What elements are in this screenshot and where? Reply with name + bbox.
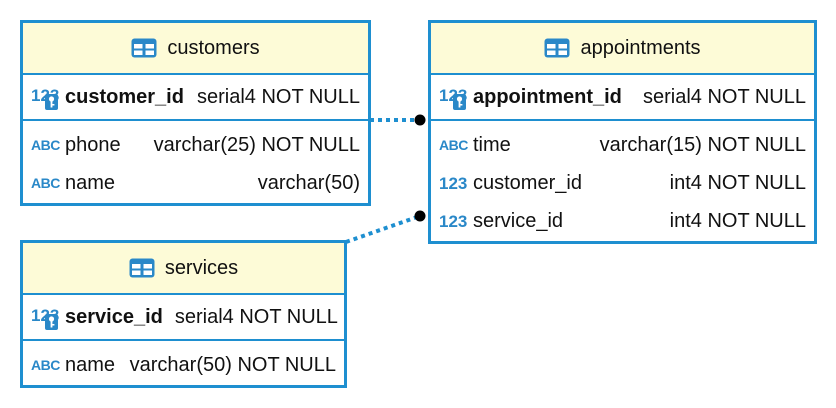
column-name: name bbox=[65, 353, 116, 376]
column-type: varchar(15) NOT NULL bbox=[599, 133, 806, 156]
column-name: time bbox=[473, 133, 511, 156]
numeric-type-icon: 123 bbox=[439, 171, 473, 195]
svg-text:123: 123 bbox=[439, 174, 467, 193]
svg-text:ABC: ABC bbox=[31, 137, 60, 153]
column-type: int4 NOT NULL bbox=[669, 171, 806, 194]
table-icon bbox=[131, 38, 157, 58]
svg-text:ABC: ABC bbox=[439, 137, 468, 153]
column-name: service_id bbox=[65, 305, 163, 328]
column-row-phone[interactable]: ABC phone varchar(25) NOT NULL bbox=[23, 126, 368, 164]
table-header: services bbox=[23, 243, 344, 295]
column-type: varchar(50) bbox=[257, 171, 360, 194]
column-row-service-id[interactable]: 123 service_id int4 NOT NULL bbox=[431, 202, 814, 240]
column-type: serial4 NOT NULL bbox=[642, 85, 806, 108]
column-name: customer_id bbox=[65, 85, 184, 108]
table-appointments[interactable]: appointments 123 appointment_id serial4 … bbox=[428, 20, 817, 244]
column-row-name[interactable]: ABC name varchar(50) NOT NULL bbox=[23, 346, 344, 384]
column-type: serial4 NOT NULL bbox=[174, 305, 338, 328]
svg-text:ABC: ABC bbox=[31, 357, 60, 373]
table-services[interactable]: services 123 service_id serial4 NOT NULL… bbox=[20, 240, 347, 388]
text-type-icon: ABC bbox=[31, 133, 65, 157]
column-type: varchar(25) NOT NULL bbox=[153, 133, 360, 156]
column-type: serial4 NOT NULL bbox=[196, 85, 360, 108]
column-row-name[interactable]: ABC name varchar(50) bbox=[23, 164, 368, 202]
text-type-icon: ABC bbox=[31, 353, 65, 377]
table-title: appointments bbox=[580, 36, 701, 59]
numeric-key-icon: 123 bbox=[31, 85, 65, 110]
column-name: name bbox=[65, 171, 116, 194]
primary-key-row[interactable]: 123 appointment_id serial4 NOT NULL bbox=[431, 75, 814, 121]
column-type: int4 NOT NULL bbox=[669, 209, 806, 232]
numeric-key-icon: 123 bbox=[439, 85, 473, 110]
numeric-type-icon: 123 bbox=[439, 209, 473, 233]
relationship-endpoint-customers-appointments bbox=[414, 114, 426, 126]
column-row-time[interactable]: ABC time varchar(15) NOT NULL bbox=[431, 126, 814, 164]
table-title: services bbox=[164, 256, 239, 279]
column-name: customer_id bbox=[473, 171, 582, 194]
numeric-key-icon: 123 bbox=[31, 305, 65, 330]
column-name: appointment_id bbox=[473, 85, 622, 108]
table-title: customers bbox=[167, 36, 260, 59]
svg-text:123: 123 bbox=[439, 212, 467, 231]
relationship-line-services-appointments bbox=[345, 214, 421, 244]
text-type-icon: ABC bbox=[439, 133, 473, 157]
primary-key-row[interactable]: 123 service_id serial4 NOT NULL bbox=[23, 295, 344, 341]
relationship-endpoint-services-appointments bbox=[414, 210, 426, 222]
table-icon bbox=[544, 38, 570, 58]
column-type: varchar(50) NOT NULL bbox=[129, 353, 336, 376]
table-customers[interactable]: customers 123 customer_id serial4 NOT NU… bbox=[20, 20, 371, 206]
column-name: service_id bbox=[473, 209, 564, 232]
column-name: phone bbox=[65, 133, 121, 156]
table-header: appointments bbox=[431, 23, 814, 75]
table-header: customers bbox=[23, 23, 368, 75]
column-row-customer-id[interactable]: 123 customer_id int4 NOT NULL bbox=[431, 164, 814, 202]
primary-key-row[interactable]: 123 customer_id serial4 NOT NULL bbox=[23, 75, 368, 121]
table-icon bbox=[129, 258, 155, 278]
text-type-icon: ABC bbox=[31, 171, 65, 195]
svg-text:ABC: ABC bbox=[31, 175, 60, 191]
